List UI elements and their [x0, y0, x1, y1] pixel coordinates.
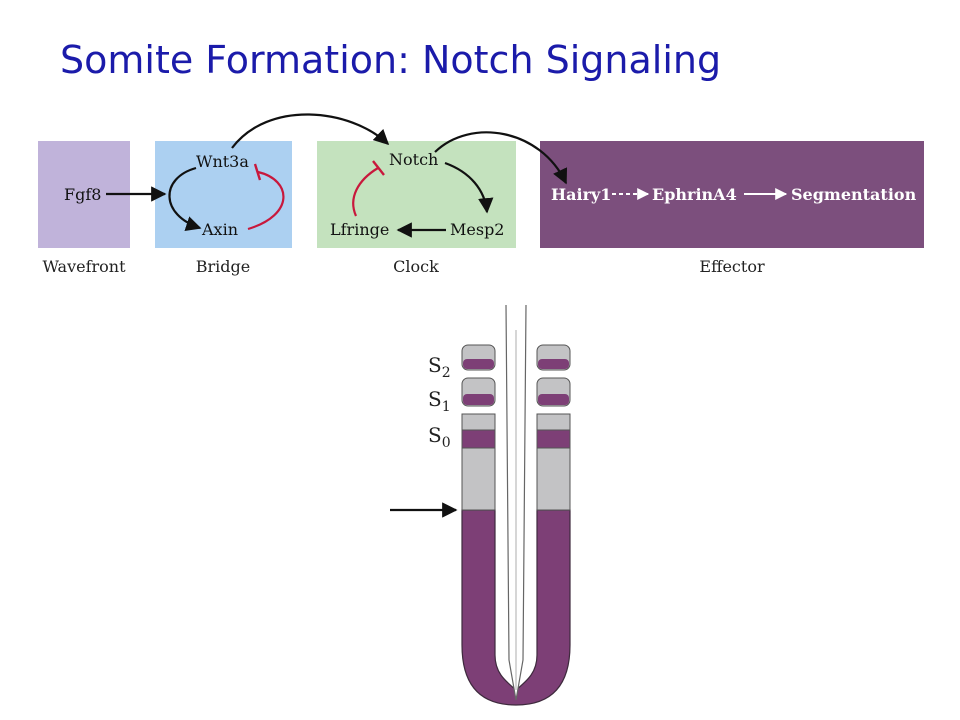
page-title: Somite Formation: Notch Signaling	[60, 38, 722, 82]
somite-s2-left-purple	[463, 359, 494, 369]
gene-axin: Axin	[201, 220, 238, 239]
gene-wnt3a: Wnt3a	[196, 152, 249, 171]
gene-notch: Notch	[389, 150, 438, 169]
gene-ephrina4: EphrinA4	[652, 185, 737, 204]
somite-s0-right-gray	[536, 413, 571, 431]
gray-region-left	[461, 447, 496, 511]
somite-s0-left-purple	[461, 429, 496, 449]
label-effector: Effector	[699, 257, 765, 276]
somite-label-s2: S2	[428, 353, 451, 381]
axin-inhibits-wnt3a	[247, 170, 285, 231]
somite-s0-left-gray	[461, 413, 496, 431]
notch-to-effector-arrow	[434, 131, 568, 185]
label-wavefront: Wavefront	[42, 257, 126, 276]
lfringe-inhibits-notch	[352, 167, 379, 217]
lfringe-inhibition-bar	[372, 160, 385, 176]
somite-s1-right-purple	[538, 394, 569, 405]
somite-label-s1: S1	[428, 387, 451, 415]
gene-hairy1: Hairy1	[551, 185, 611, 204]
somite-s2-right-purple	[538, 359, 569, 369]
label-clock: Clock	[393, 257, 439, 276]
presomitic-mesoderm	[461, 509, 571, 706]
wnt3a-to-axin-arrow	[168, 166, 202, 232]
wnt3a-to-notch-arrow	[231, 113, 390, 149]
axin-inhibition-bar	[253, 163, 262, 181]
gene-segmentation: Segmentation	[791, 185, 917, 204]
effector-box	[540, 141, 924, 248]
gene-mesp2: Mesp2	[450, 220, 504, 239]
gene-fgf8: Fgf8	[64, 185, 101, 204]
gray-region-right	[536, 447, 571, 511]
label-bridge: Bridge	[196, 257, 250, 276]
presomitic-tissue	[461, 304, 571, 706]
somite-label-s0: S0	[428, 423, 451, 451]
somite-s1-left-purple	[463, 394, 494, 405]
gene-lfringe: Lfringe	[330, 220, 389, 239]
notch-to-mesp2-arrow	[444, 161, 494, 214]
somite-s0-right-purple	[536, 429, 571, 449]
bridge-box	[155, 141, 292, 248]
